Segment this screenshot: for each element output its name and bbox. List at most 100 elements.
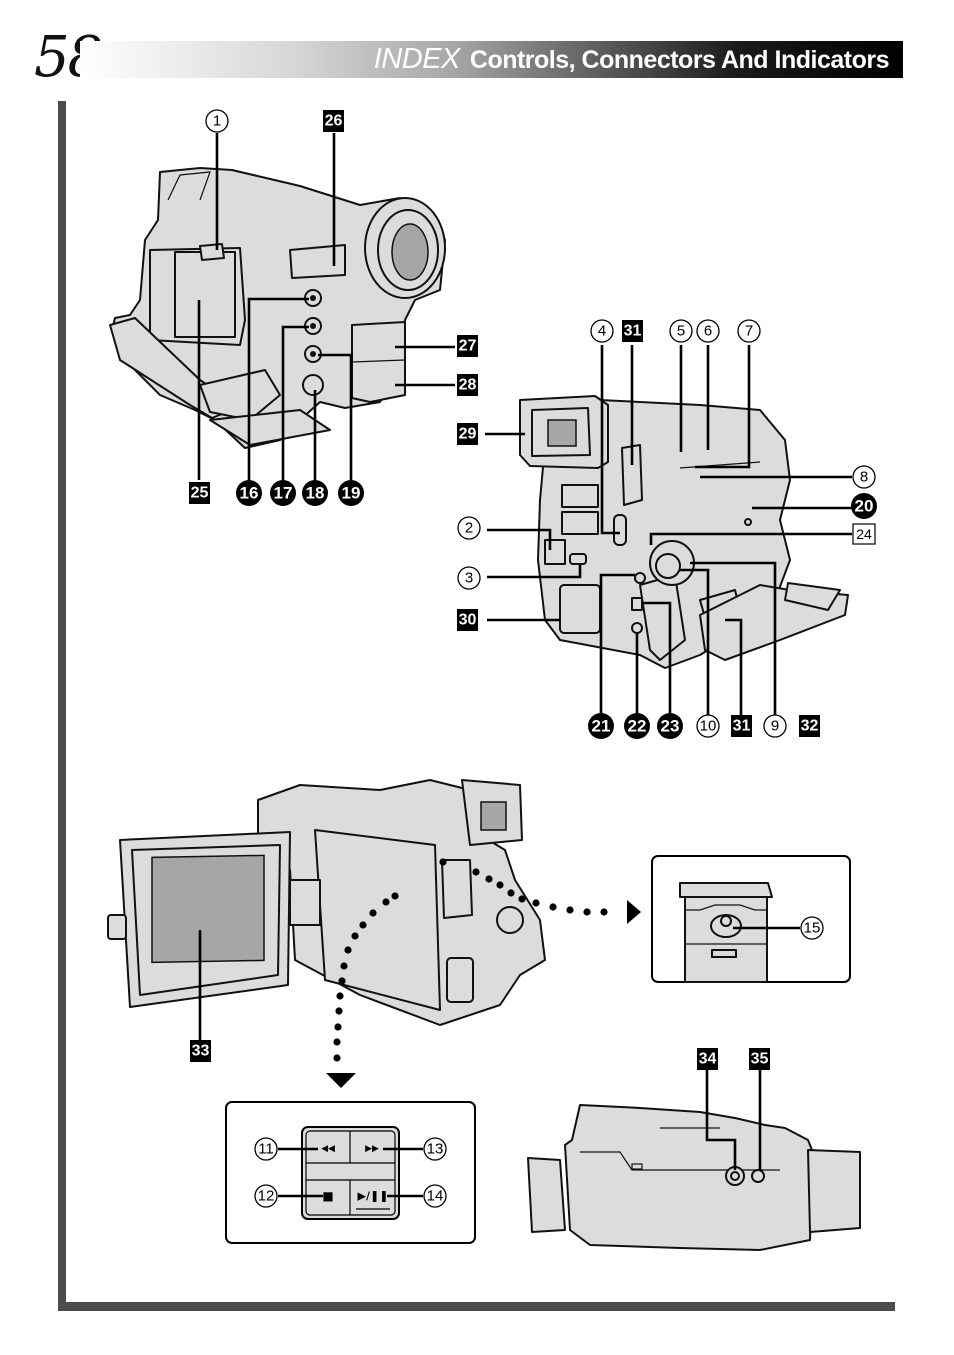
svg-text:31: 31 — [624, 323, 642, 340]
svg-text:6: 6 — [704, 323, 712, 340]
frame-left-rule — [58, 101, 66, 1311]
button-2 — [544, 539, 566, 565]
dot — [391, 892, 399, 900]
dot — [382, 898, 390, 906]
svg-text:9: 9 — [771, 718, 779, 735]
lcd-latch — [107, 914, 127, 940]
camera-bottom-view — [527, 1104, 861, 1251]
callout-1: 1 — [205, 109, 229, 133]
dot — [583, 908, 591, 916]
callout-23: 23 — [657, 713, 683, 739]
arrow-head-right — [627, 900, 641, 924]
dot — [439, 858, 447, 866]
camera-lcd-open-view — [107, 779, 546, 1026]
svg-text:11: 11 — [258, 1141, 274, 1158]
s-video-connector — [302, 374, 324, 396]
button-group-bottom — [561, 511, 599, 535]
lcd-open-lever — [199, 243, 225, 261]
button-group-top — [561, 484, 599, 508]
fast-forward-button: ▶▶ — [365, 1144, 379, 1154]
section-label: INDEX — [373, 43, 461, 75]
dot — [549, 903, 557, 911]
dv-terminal — [631, 597, 643, 611]
play-pause-button: ▶/❚❚ — [358, 1190, 389, 1203]
viewfinder-window — [547, 419, 577, 447]
dot — [496, 881, 504, 889]
lens-hood — [807, 1149, 861, 1233]
inset-viewfinder-drawing — [679, 882, 773, 983]
lcd-recess — [314, 829, 441, 1011]
callout-21: 21 — [588, 713, 614, 739]
arrow-head-down — [326, 1073, 356, 1088]
svg-text:29: 29 — [459, 426, 477, 443]
dot — [333, 1054, 341, 1062]
svg-text:13: 13 — [427, 1141, 444, 1158]
svg-text:17: 17 — [274, 484, 293, 503]
dot — [600, 908, 608, 916]
callout-20: 20 — [851, 493, 877, 519]
indicator-20 — [744, 518, 752, 526]
callout-19: 19 — [338, 480, 364, 506]
dot — [566, 906, 574, 914]
svg-text:31: 31 — [733, 718, 751, 735]
svg-text:24: 24 — [856, 526, 872, 542]
lcd-hinge — [289, 879, 321, 926]
callout-18: 18 — [302, 480, 328, 506]
callout-22: 22 — [624, 713, 650, 739]
svg-text:4: 4 — [598, 323, 606, 340]
callout-12: 12 — [254, 1184, 278, 1208]
svg-text:8: 8 — [860, 469, 868, 486]
dot — [359, 921, 367, 929]
callout-11: 11 — [254, 1137, 278, 1161]
frame-bottom-rule — [58, 1302, 895, 1311]
dot — [369, 909, 377, 917]
svg-text:1: 1 — [213, 113, 221, 130]
svg-text:18: 18 — [306, 484, 325, 503]
callout-31-bottom: 31 — [731, 715, 752, 737]
callout-8: 8 — [852, 465, 876, 489]
callout-26: 26 — [323, 110, 344, 132]
callout-28: 28 — [457, 374, 478, 396]
lens — [391, 223, 429, 281]
dot — [335, 1007, 343, 1015]
callout-29: 29 — [457, 423, 478, 445]
svg-text:25: 25 — [191, 485, 209, 502]
svg-text:20: 20 — [855, 497, 874, 516]
svg-text:3: 3 — [465, 570, 473, 587]
callout-17: 17 — [270, 480, 296, 506]
mode-dial — [496, 906, 524, 934]
dot — [336, 992, 344, 1000]
viewfinder-window — [480, 801, 507, 831]
svg-text:7: 7 — [745, 323, 753, 340]
dotted-arrow-down — [333, 892, 399, 1062]
svg-text:15: 15 — [804, 920, 821, 937]
svg-text:22: 22 — [628, 717, 647, 736]
svg-text:33: 33 — [192, 1043, 210, 1060]
rewind-button: ◀◀ — [321, 1144, 335, 1154]
callout-30: 30 — [457, 609, 478, 631]
callout-14: 14 — [423, 1184, 447, 1208]
leaders-camera-1 — [197, 133, 455, 480]
speaker-grille — [559, 584, 601, 634]
zoom-slider — [621, 444, 643, 506]
dot — [344, 946, 352, 954]
stud-hole — [751, 1169, 765, 1183]
svg-text:2: 2 — [465, 520, 473, 537]
svg-text:21: 21 — [592, 717, 611, 736]
callout-4: 4 — [590, 319, 614, 343]
jack-21 — [634, 572, 646, 584]
jack-22 — [631, 622, 643, 634]
svg-text:14: 14 — [427, 1188, 444, 1205]
svg-text:27: 27 — [459, 338, 477, 355]
dot — [340, 962, 348, 970]
dot — [333, 1038, 341, 1046]
svg-text:34: 34 — [699, 1051, 717, 1068]
callout-25: 25 — [189, 482, 210, 504]
leader-34 — [705, 1070, 737, 1170]
callout-2: 2 — [457, 516, 481, 540]
eyecup — [527, 1157, 566, 1233]
button-block — [441, 859, 473, 919]
svg-text:30: 30 — [459, 612, 477, 629]
